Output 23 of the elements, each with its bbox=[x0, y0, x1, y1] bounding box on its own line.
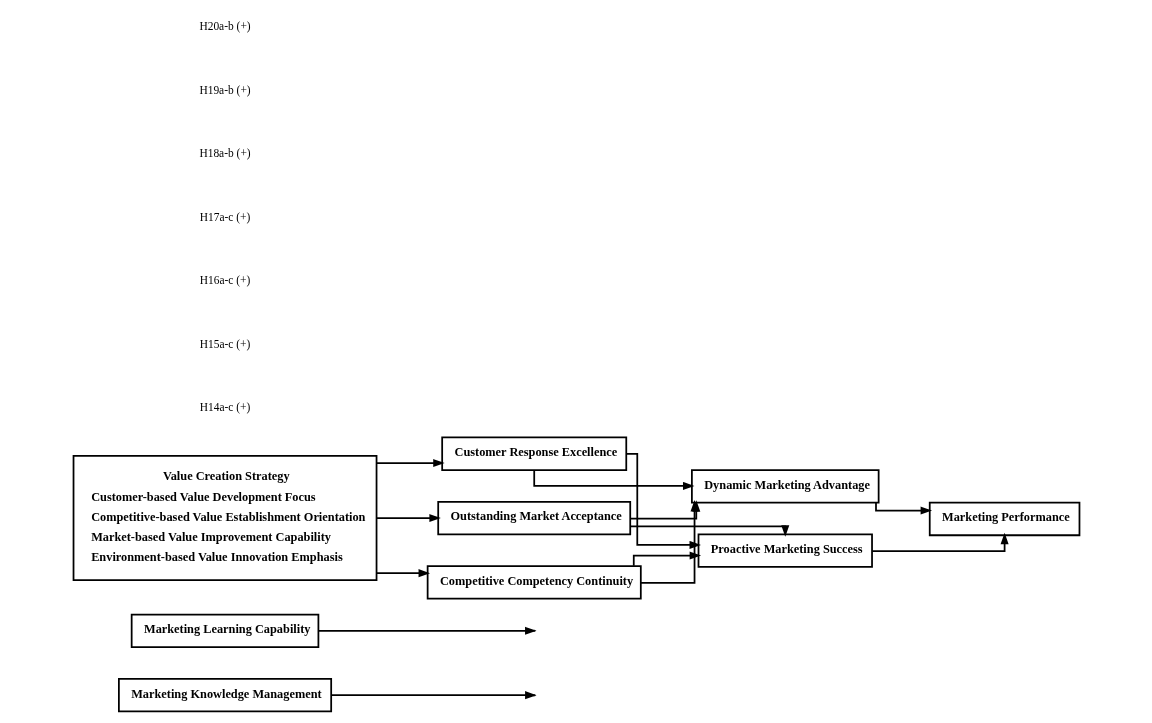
node-box: Competitive Competency Continuity bbox=[426, 565, 642, 600]
label: H16a-c (+) bbox=[199, 274, 250, 287]
arrow bbox=[629, 525, 789, 537]
node-box: Proactive Marketing Success bbox=[697, 533, 873, 568]
label: H20a-b (+) bbox=[198, 20, 251, 33]
arrow bbox=[375, 459, 445, 468]
arrow bbox=[874, 502, 932, 515]
arrow bbox=[375, 514, 441, 523]
label: H17a-c (+) bbox=[199, 210, 250, 223]
arrow bbox=[870, 532, 1009, 552]
label: H15a-c (+) bbox=[199, 337, 250, 350]
arrow bbox=[375, 569, 430, 578]
node-box: Customer Response Excellence bbox=[440, 436, 627, 471]
node-box: Marketing Learning Capability bbox=[130, 613, 319, 648]
label: H18a-b (+) bbox=[198, 147, 251, 160]
node-box: Value Creation Strategy Customer-based Value Development Focus Competitive-based Value Establishment Orientation Market-based Value Improvement Capability Environment-based Value Innovation Emphasis bbox=[72, 455, 377, 582]
node-box: Outstanding Market Acceptance bbox=[436, 500, 631, 536]
node-box: Marketing Knowledge Management bbox=[117, 677, 332, 713]
label: H14a-c (+) bbox=[199, 400, 250, 413]
node-box: Marketing Performance bbox=[928, 501, 1080, 537]
node-box: Dynamic Marketing Advantage bbox=[690, 469, 879, 504]
arrow bbox=[632, 551, 701, 567]
label: H19a-b (+) bbox=[198, 83, 251, 96]
